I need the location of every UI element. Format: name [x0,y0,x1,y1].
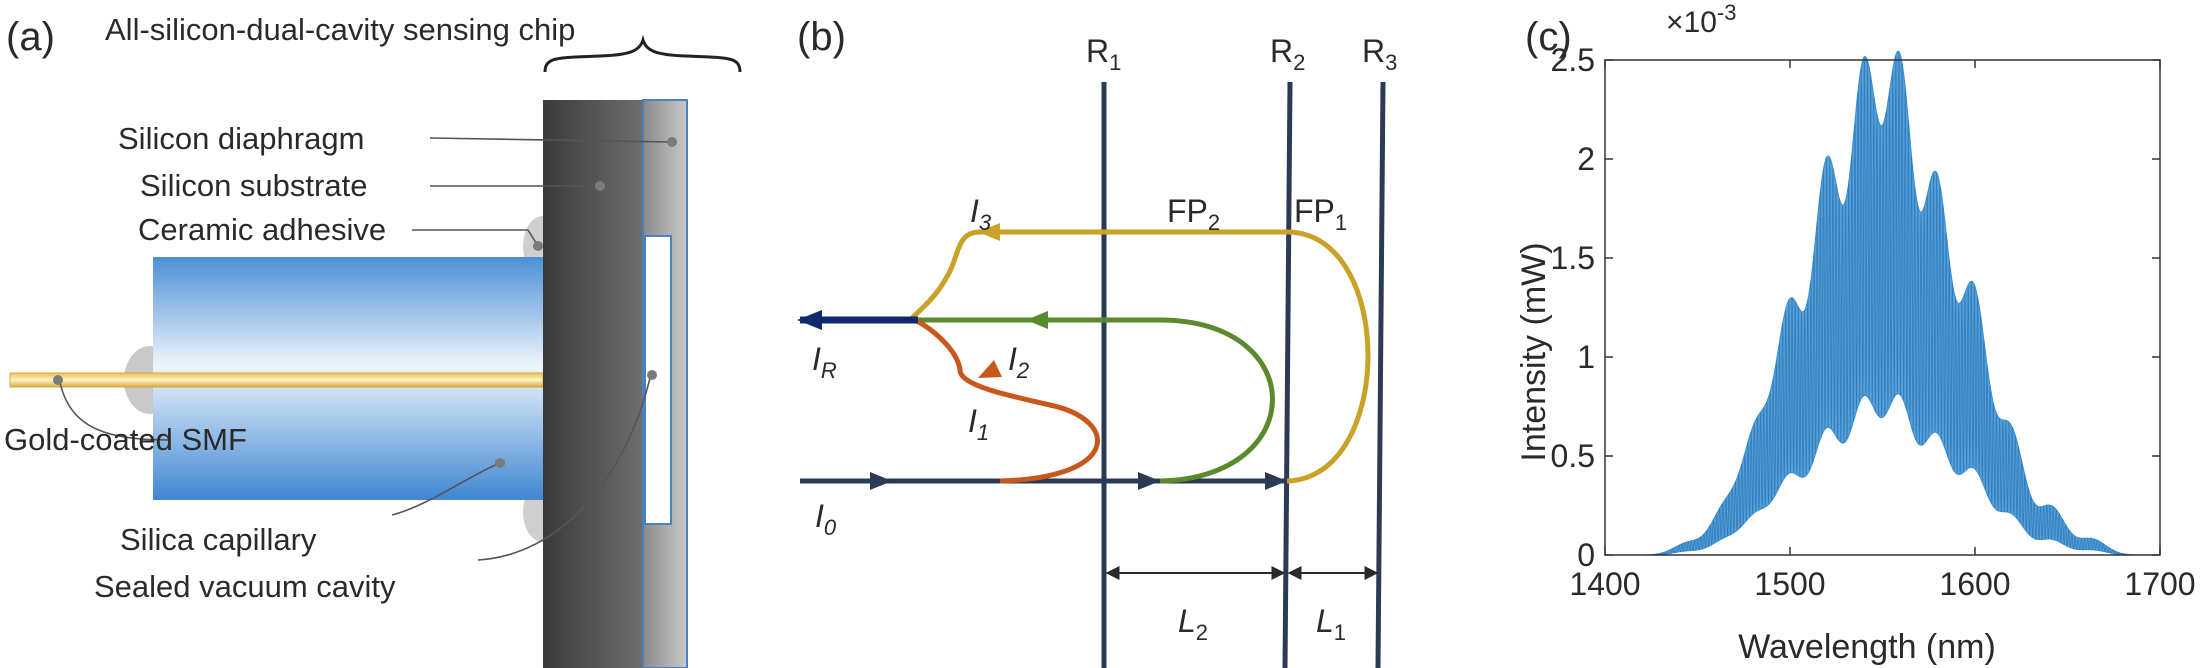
callout-substrate: Silicon substrate [140,168,367,203]
label-fp1: FP [1294,193,1335,229]
spectrum-peak-5 [1863,88,1866,91]
svg-text:R3: R3 [1362,33,1397,75]
mirror-r3 [1375,81,1386,668]
label-ir-sub: R [821,358,837,383]
y-exponent-power: -3 [1717,0,1737,25]
x-tick-label-1400: 1400 [1569,566,1640,602]
mirror-r1-label: R [1086,33,1109,69]
svg-text:×10-3: ×10-3 [1666,0,1736,39]
silicon-substrate [543,100,643,668]
svg-text:FP2: FP2 [1167,193,1220,235]
label-fp2-sub: 2 [1208,210,1220,235]
spectrum-chart: 1400 1500 1600 1700 0 0.5 1 1.5 2 2.5 [1551,42,2196,602]
y-tick-label-4: 2 [1577,141,1595,177]
svg-text:L1: L1 [1316,603,1346,645]
label-i2-sub: 2 [1016,358,1029,383]
chip-brace [543,34,742,73]
svg-text:I3: I3 [970,193,992,235]
y-tick-label-2: 1 [1577,339,1595,375]
y-tick-label-5: 2.5 [1551,42,1595,78]
y-tick-label-3: 1.5 [1551,240,1595,276]
spectrum-peak-2 [1755,435,1758,438]
spectrum-peak-6 [1898,82,1901,85]
svg-text:I2: I2 [1008,341,1029,383]
callout-adhesive: Ceramic adhesive [138,212,386,247]
label-l2-sub: 2 [1196,620,1208,645]
spectrum-peak-0 [1687,542,1690,545]
y-exponent: ×10 [1666,6,1717,39]
beam-i1 [913,317,1100,484]
label-l1-sub: 1 [1334,620,1346,645]
label-i0: I [815,498,824,534]
x-tick-label-1500: 1500 [1754,566,1825,602]
callout-cavity: Sealed vacuum cavity [94,569,396,604]
y-tick-label-1: 0.5 [1551,438,1595,474]
panel-a: (a) All-silicon-dual-cavity sensing chip [4,12,742,668]
svg-text:IR: IR [812,341,837,383]
gold-coated-smf [9,372,544,388]
label-i1: I [968,403,977,439]
spectrum-peak-11 [2090,538,2093,541]
plot-frame [1604,59,2161,556]
x-tick-label-1600: 1600 [1939,566,2010,602]
label-fp2: FP [1167,193,1208,229]
svg-text:R2: R2 [1270,33,1305,75]
spectrum-peak-9 [2009,431,2012,434]
label-i3-sub: 3 [979,210,992,235]
callout-capillary: Silica capillary [120,522,317,557]
spectrum-peak-1 [1724,508,1727,511]
mirror-r3-label: R [1362,33,1385,69]
panel-c: (c) 1400 1500 1600 1700 0 0.5 1 1.5 2 2.5 ×10-3 W… [1515,0,2196,666]
panel-b: (b) R1 R2 R3 I3 I2 I1 IR I0 FP2 FP1 [797,15,1397,668]
x-tick-label-1700: 1700 [2124,566,2195,602]
panel-b-label: (b) [797,15,846,59]
y-tick-label-0: 0 [1577,537,1595,573]
label-l2: L [1178,603,1196,639]
svg-text:I0: I0 [815,498,837,540]
svg-text:FP1: FP1 [1294,193,1347,235]
spectrum-peak-8 [1972,296,1975,299]
arrow-i2 [1026,311,1048,329]
mirror-r3-sub: 3 [1385,50,1397,75]
spectrum-peak-10 [2049,506,2052,509]
mirror-r2-label: R [1270,33,1293,69]
label-l1: L [1316,603,1334,639]
spectrum-peak-3 [1789,316,1792,319]
beam-i3 [910,229,1371,484]
label-ir: I [812,341,821,377]
mirror-r2-sub: 2 [1293,50,1305,75]
callout-diaphragm: Silicon diaphragm [118,121,364,156]
arrow-i0-mid [1138,472,1160,490]
spectrum-fringes [1605,52,2160,556]
callout-smf: Gold-coated SMF [4,422,247,457]
label-fp1-sub: 1 [1335,210,1347,235]
label-i3: I [970,193,979,229]
svg-text:R1: R1 [1086,33,1121,75]
arrow-i3 [978,223,1000,241]
arrow-i1 [978,360,1002,378]
mirror-r1-sub: 1 [1109,50,1121,75]
arrow-i0-right [1265,472,1287,490]
spectrum-peak-7 [1935,193,1938,196]
mirror-r2 [1282,81,1293,668]
label-i2: I [1008,341,1017,377]
chip-title: All-silicon-dual-cavity sensing chip [105,12,575,47]
panel-c-label: (c) [1525,15,1572,59]
arrow-ir [797,310,822,330]
spectrum-peak-4 [1826,177,1829,180]
beam-i2 [915,317,1275,484]
y-axis-label: Intensity (mW) [1515,242,1553,461]
label-i1-sub: 1 [977,420,989,445]
panel-a-label: (a) [6,15,55,59]
x-axis-label: Wavelength (nm) [1738,628,1996,666]
svg-text:I1: I1 [968,403,989,445]
label-i0-sub: 0 [824,515,837,540]
arrow-i0-left [870,472,892,490]
svg-text:L2: L2 [1178,603,1208,645]
